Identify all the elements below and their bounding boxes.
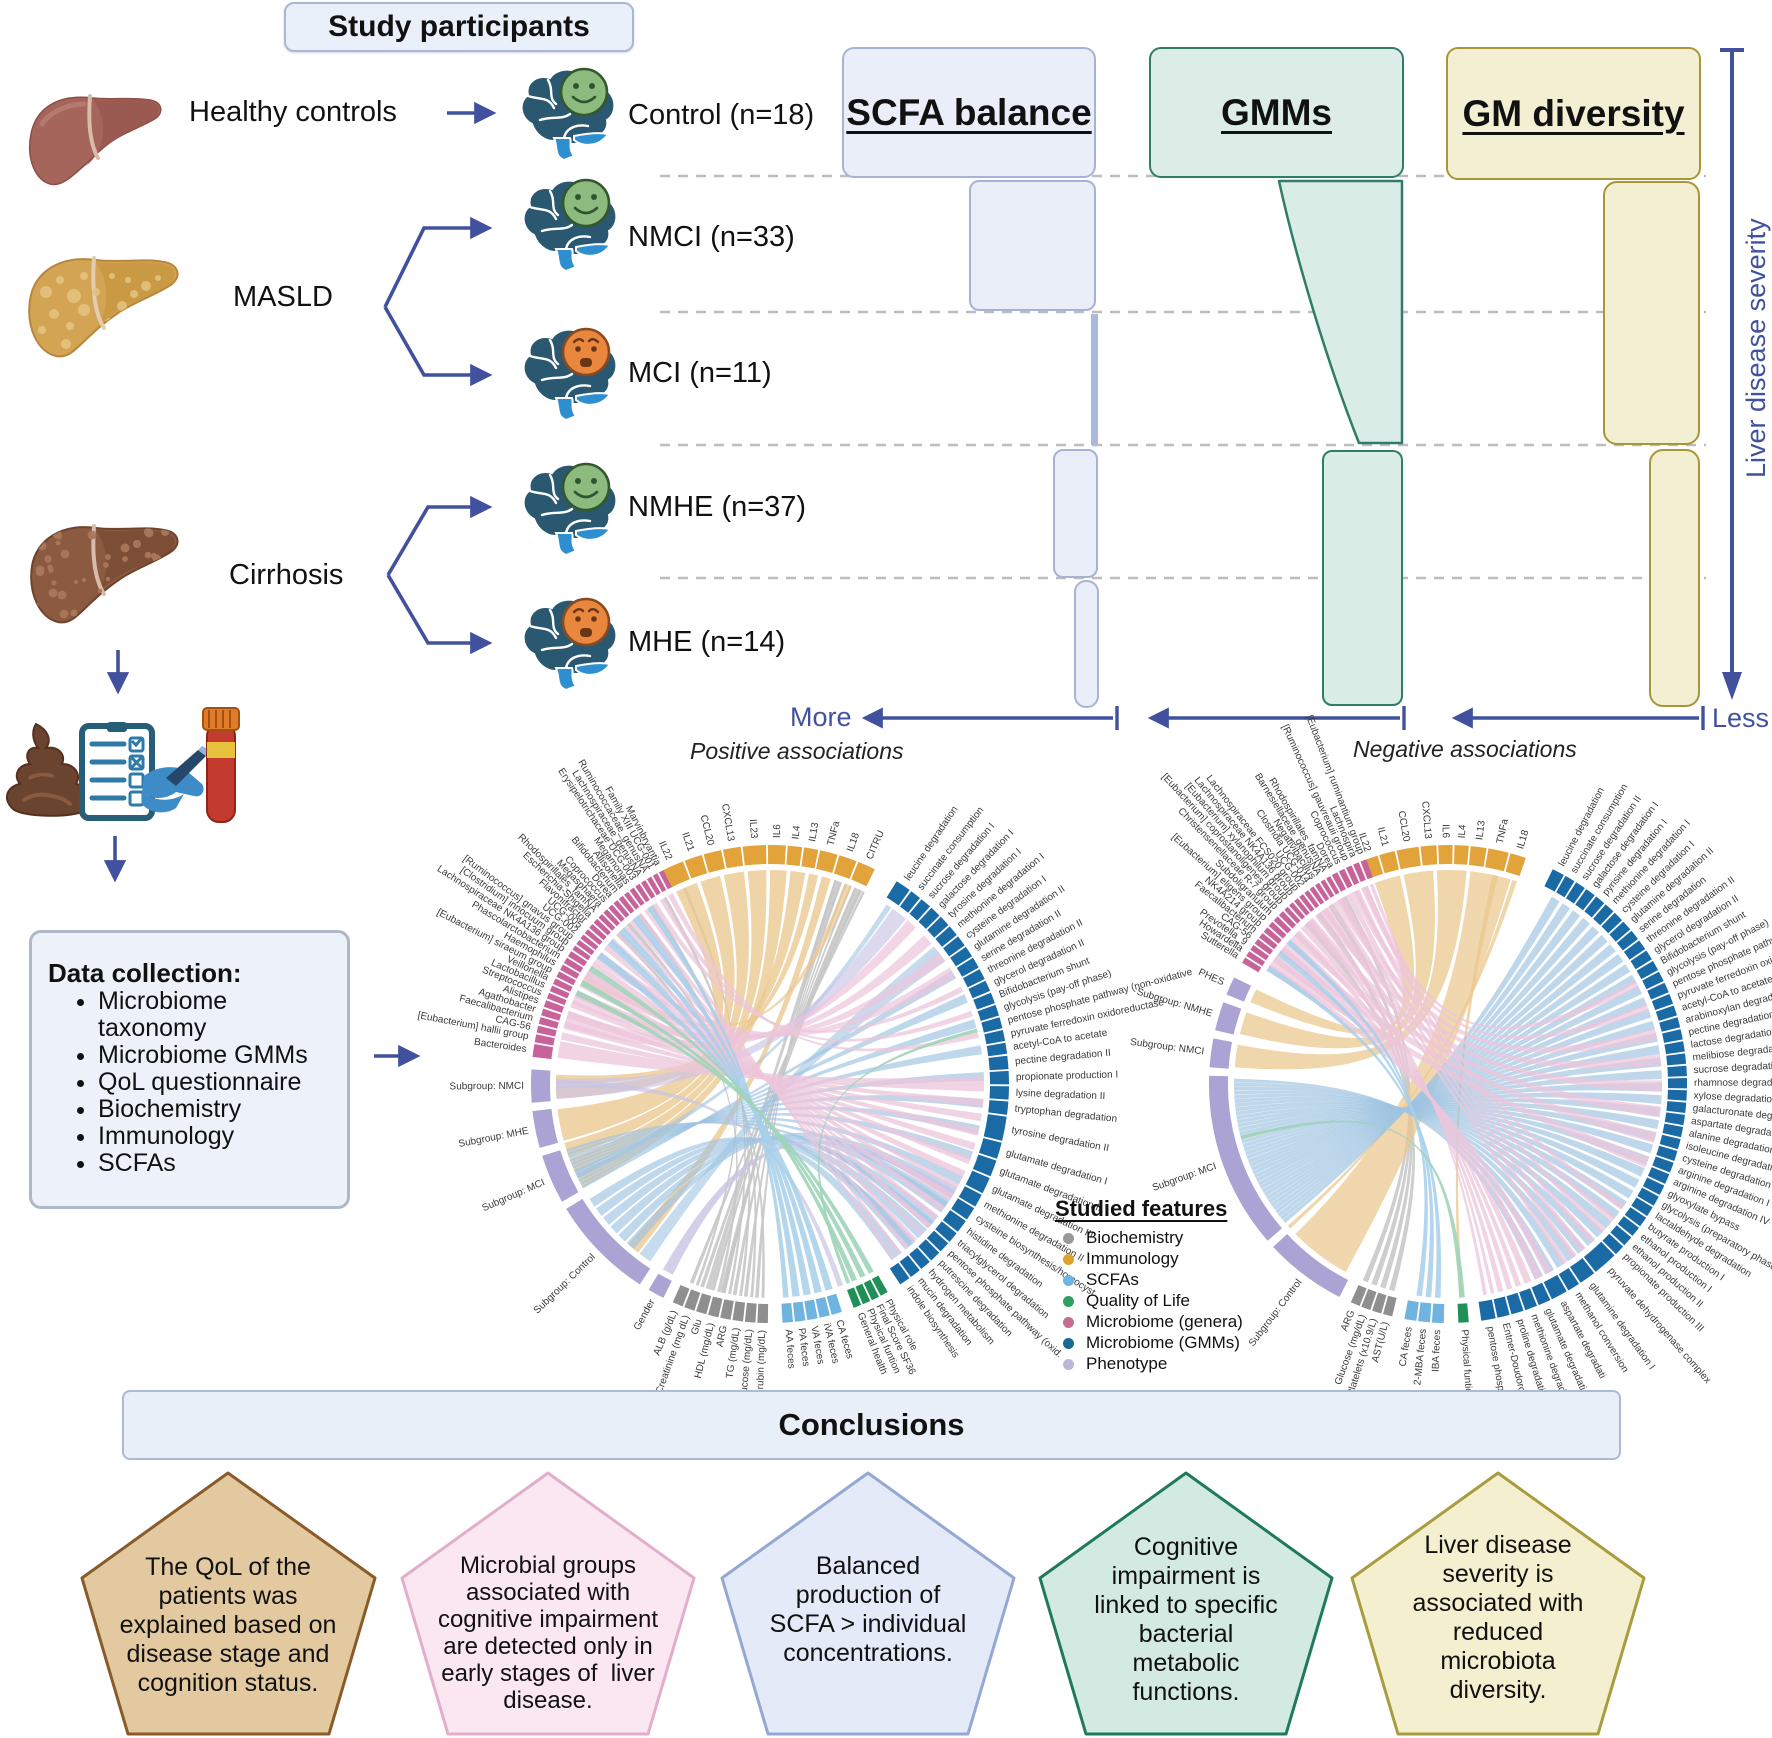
svg-text:IBA feces: IBA feces [1430, 1330, 1443, 1373]
svg-text:AA feces: AA feces [783, 1329, 797, 1369]
svg-text:propionate production I: propionate production I [1016, 1069, 1119, 1083]
svg-text:Subgroup: MHE: Subgroup: MHE [458, 1126, 530, 1150]
svg-text:Gender: Gender [632, 1297, 658, 1332]
svg-text:IL13: IL13 [807, 821, 821, 842]
svg-text:tryptophan degradation: tryptophan degradation [1014, 1104, 1117, 1125]
svg-text:PA feces: PA feces [796, 1327, 812, 1367]
svg-text:Subgroup: MCI: Subgroup: MCI [481, 1177, 547, 1214]
svg-text:IL21: IL21 [1375, 826, 1391, 848]
svg-text:Physical funtion: Physical funtion [1458, 1329, 1474, 1400]
svg-text:pectine degradation II: pectine degradation II [1015, 1048, 1112, 1068]
svg-text:CXCL13: CXCL13 [719, 803, 736, 843]
svg-text:sucrose degradation I: sucrose degradation I [1693, 1060, 1772, 1076]
svg-text:CXCL13: CXCL13 [1419, 801, 1433, 840]
svg-text:2-MBA feces: 2-MBA feces [1412, 1328, 1429, 1386]
svg-text:IL13: IL13 [1474, 820, 1487, 841]
svg-text:Glu: Glu [689, 1318, 704, 1336]
svg-text:IL4: IL4 [1457, 824, 1469, 839]
svg-text:Subgroup: Control: Subgroup: Control [1247, 1277, 1305, 1348]
svg-text:rhamnose degradation: rhamnose degradation [1694, 1077, 1772, 1088]
svg-text:tyrosine degradation II: tyrosine degradation II [1011, 1125, 1110, 1154]
svg-text:IL6: IL6 [772, 824, 783, 839]
svg-text:CCL20: CCL20 [698, 814, 716, 847]
svg-text:Liver disease severity: Liver disease severity [1741, 218, 1771, 478]
svg-text:PHES: PHES [1197, 967, 1227, 988]
svg-text:Subgroup: Control: Subgroup: Control [532, 1252, 598, 1316]
svg-text:IL23: IL23 [747, 819, 759, 840]
svg-text:TNFa: TNFa [1495, 818, 1511, 845]
svg-text:CITRU: CITRU [864, 829, 886, 861]
svg-text:IL18: IL18 [845, 831, 862, 853]
svg-text:Subgroup: NMCI: Subgroup: NMCI [449, 1081, 524, 1093]
svg-text:IL21: IL21 [679, 831, 696, 853]
svg-text:IL18: IL18 [1515, 828, 1531, 850]
svg-text:Subgroup: NMCI: Subgroup: NMCI [1130, 1037, 1205, 1058]
svg-text:Subgroup: MCI: Subgroup: MCI [1151, 1161, 1218, 1194]
svg-text:lysine degradation II: lysine degradation II [1016, 1088, 1106, 1102]
svg-text:CA feces: CA feces [1398, 1326, 1415, 1367]
svg-text:ARG: ARG [715, 1324, 730, 1348]
svg-text:TNFa: TNFa [826, 820, 843, 847]
svg-text:CCL20: CCL20 [1395, 810, 1411, 843]
svg-text:IL6: IL6 [1440, 824, 1451, 838]
svg-text:xylose degradation: xylose degradation [1693, 1091, 1772, 1106]
svg-text:IL4: IL4 [790, 825, 802, 840]
svg-text:Bilirubin (mg/dL): Bilirubin (mg/dL) [755, 1330, 768, 1403]
